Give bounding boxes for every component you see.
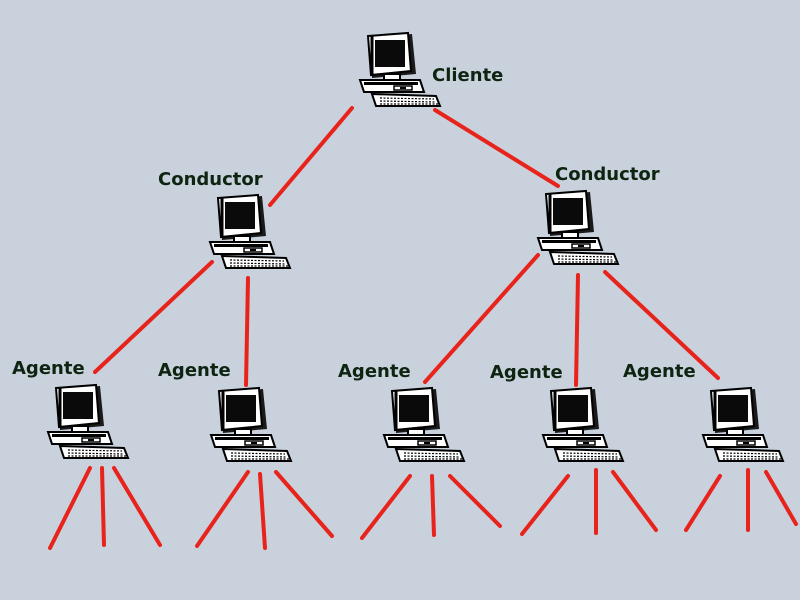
client-label: Cliente: [432, 65, 504, 86]
agent-5-computer-icon: [693, 385, 793, 465]
agent-2-label: Agente: [158, 360, 231, 381]
downlink: [112, 466, 162, 547]
downlink: [360, 474, 412, 540]
conductor-left-computer-icon: [200, 192, 300, 272]
agent-1-label: Agente: [12, 358, 85, 379]
edge-conductor-right-agent-5: [603, 270, 720, 380]
downlink: [611, 470, 658, 532]
downlink: [684, 474, 722, 532]
agent-1-computer-icon: [38, 382, 138, 462]
downlink: [764, 470, 798, 526]
downlink: [258, 472, 267, 550]
agent-2-computer-icon: [201, 385, 301, 465]
downlink: [195, 470, 250, 548]
agent-3-computer-icon: [374, 385, 474, 465]
edge-conductor-right-agent-3: [423, 253, 540, 384]
downlink: [274, 470, 334, 538]
downlink: [48, 466, 92, 550]
downlink: [430, 474, 436, 537]
downlink: [520, 474, 570, 536]
downlink: [448, 474, 502, 528]
conductor-right-computer-icon: [528, 188, 628, 268]
edge-client-conductor-left: [268, 106, 354, 207]
edge-conductor-left-agent-2: [244, 276, 250, 387]
agent-4-label: Agente: [490, 362, 563, 383]
agent-3-label: Agente: [338, 361, 411, 382]
edge-conductor-right-agent-4: [574, 273, 580, 387]
edge-conductor-left-agent-1: [93, 260, 214, 374]
conductor-left-label: Conductor: [158, 169, 263, 190]
agent-4-computer-icon: [533, 385, 633, 465]
edge-client-conductor-right: [433, 108, 560, 188]
conductor-right-label: Conductor: [555, 164, 660, 185]
downlink: [100, 466, 106, 547]
agent-5-label: Agente: [623, 361, 696, 382]
